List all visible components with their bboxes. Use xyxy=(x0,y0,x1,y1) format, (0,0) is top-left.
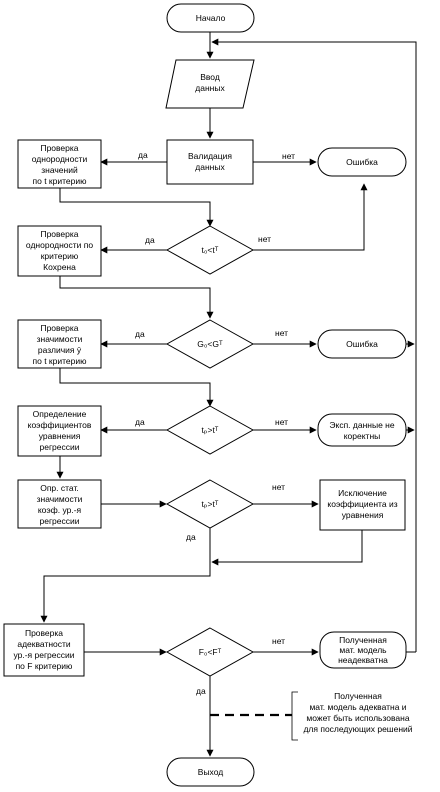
note-label-2: мат. модель адекватна и xyxy=(309,702,406,712)
check-cochran-label-3: критерию xyxy=(41,251,79,261)
edge-checkt-condt xyxy=(59,188,214,227)
label-yes-validation: да xyxy=(138,150,148,160)
inadequate-terminal: Полученная мат. модель неадекватна xyxy=(319,631,407,669)
stat-signif-label-1: Опр. стат. xyxy=(40,483,79,493)
cond-t-decision: t₀<tᵀ xyxy=(165,225,255,275)
coef-def-label-3: уравнения xyxy=(39,431,81,441)
label-no-condg: нет xyxy=(275,328,288,338)
note-label-3: может быть использована xyxy=(306,713,409,723)
adequate-note: Полученная мат. модель адекватна и может… xyxy=(303,691,412,734)
stat-signif-label-4: регрессии xyxy=(39,516,79,526)
cond-t2-label: tₚ>tᵀ xyxy=(201,425,218,435)
check-cochran-label-4: Кохрена xyxy=(43,262,76,272)
check-signif-label-3: различия ȳ xyxy=(38,345,82,355)
exclusion-label-1: Исключение xyxy=(338,488,387,498)
adequacy-node: Проверка адекватности ур.-я регрессии по… xyxy=(3,623,85,677)
validation-label-2: данных xyxy=(195,162,225,172)
check-signif-label-1: Проверка xyxy=(40,323,78,333)
adequacy-label-4: по F критерию xyxy=(16,661,73,671)
cond-t4-label: tₚ>tᵀ xyxy=(201,499,218,509)
exclusion-node: Исключение коэффициента из уравнения xyxy=(319,479,406,531)
label-no-validation: нет xyxy=(282,151,295,161)
label-no-condt4: нет xyxy=(272,482,285,492)
label-yes-condf: да xyxy=(196,686,206,696)
inadequate-label-1: Полученная xyxy=(339,635,387,645)
exp-error-terminal: Эксп. данные не коректны xyxy=(317,413,407,447)
check-t-node: Проверка однородности значений по t крит… xyxy=(17,139,102,189)
check-cochran-label-1: Проверка xyxy=(40,229,78,239)
error1-label: Ошибка xyxy=(346,157,378,167)
edge-condt4-yes xyxy=(40,528,211,623)
check-t-label-2: однородности xyxy=(32,154,88,164)
coef-def-label-1: Определение xyxy=(33,409,87,419)
edge-cochran-condg xyxy=(59,276,214,319)
input-node: Ввод данных xyxy=(165,59,255,109)
error2-terminal: Ошибка xyxy=(317,329,407,359)
error2-label: Ошибка xyxy=(346,339,378,349)
inadequate-label-2: мат. модель xyxy=(339,645,387,655)
stat-signif-node: Опр. стат. значимости коэф. ур.-я регрес… xyxy=(17,479,102,529)
validation-label-1: Валидация xyxy=(188,151,232,161)
label-no-condt2: нет xyxy=(275,417,288,427)
cond-f-decision: F₀<Fᵀ xyxy=(165,627,255,677)
inadequate-label-3: неадекватна xyxy=(338,655,388,665)
connectors xyxy=(40,32,417,757)
label-yes-condg: да xyxy=(135,329,145,339)
label-yes-condt4: да xyxy=(186,532,196,542)
input-label-1: Ввод xyxy=(200,72,220,82)
note-label-1: Полученная xyxy=(334,691,382,701)
adequacy-label-2: адекватности xyxy=(17,639,71,649)
cond-t2-decision: tₚ>tᵀ xyxy=(165,405,255,455)
cond-g-label: G₀<Gᵀ xyxy=(197,339,223,349)
cond-t-label: t₀<tᵀ xyxy=(202,245,219,255)
check-signif-label-4: по t критерию xyxy=(33,356,88,366)
edge-signif-condt2 xyxy=(59,368,214,407)
label-no-condt: нет xyxy=(258,234,271,244)
label-no-condf: нет xyxy=(272,636,285,646)
coef-def-label-4: регрессии xyxy=(39,442,79,452)
start-terminal: Начало xyxy=(166,3,255,33)
edge-loop-return xyxy=(211,38,417,652)
check-signif-node: Проверка значимости различия ȳ по t крит… xyxy=(17,319,102,369)
check-t-label-1: Проверка xyxy=(40,143,78,153)
check-cochran-node: Проверка однородности по критерию Кохрен… xyxy=(17,225,102,277)
stat-signif-label-2: значимости xyxy=(37,494,83,504)
validation-node: Валидация данных xyxy=(166,139,254,185)
edge-condt-no xyxy=(253,183,368,251)
end-label: Выход xyxy=(198,767,223,777)
label-yes-condt: да xyxy=(145,235,155,245)
stat-signif-label-3: коэф. ур.-я xyxy=(38,505,82,515)
note-bracket xyxy=(291,691,298,741)
exp-error-label-1: Эксп. данные не xyxy=(329,420,394,430)
check-t-label-4: по t критерию xyxy=(33,176,88,186)
check-t-label-3: значений xyxy=(41,165,78,175)
note-label-4: для последующих решений xyxy=(303,724,412,734)
check-cochran-label-2: однородности по xyxy=(26,240,93,250)
input-label-2: данных xyxy=(195,83,225,93)
check-signif-label-2: значимости xyxy=(37,334,83,344)
adequacy-label-3: ур.-я регрессии xyxy=(13,650,74,660)
cond-t4-decision: tₚ>tᵀ xyxy=(165,479,255,529)
exclusion-label-2: коэффициента из xyxy=(327,499,397,509)
edge-labels: да нет да нет да нет да нет нет да нет д… xyxy=(135,150,295,696)
edge-exclusion-merge xyxy=(211,530,363,566)
coef-def-node: Определение коэффициентов уравнения регр… xyxy=(17,405,102,457)
cond-f-label: F₀<Fᵀ xyxy=(199,647,222,657)
exp-error-label-2: коректны xyxy=(344,431,381,441)
coef-def-label-2: коэффициентов xyxy=(28,420,92,430)
exclusion-label-3: уравнения xyxy=(342,510,384,520)
label-yes-condt2: да xyxy=(135,417,145,427)
error1-terminal: Ошибка xyxy=(317,147,407,177)
adequacy-label-1: Проверка xyxy=(25,628,63,638)
cond-g-decision: G₀<Gᵀ xyxy=(165,319,255,369)
end-terminal: Выход xyxy=(166,757,255,787)
start-label: Начало xyxy=(196,13,226,23)
